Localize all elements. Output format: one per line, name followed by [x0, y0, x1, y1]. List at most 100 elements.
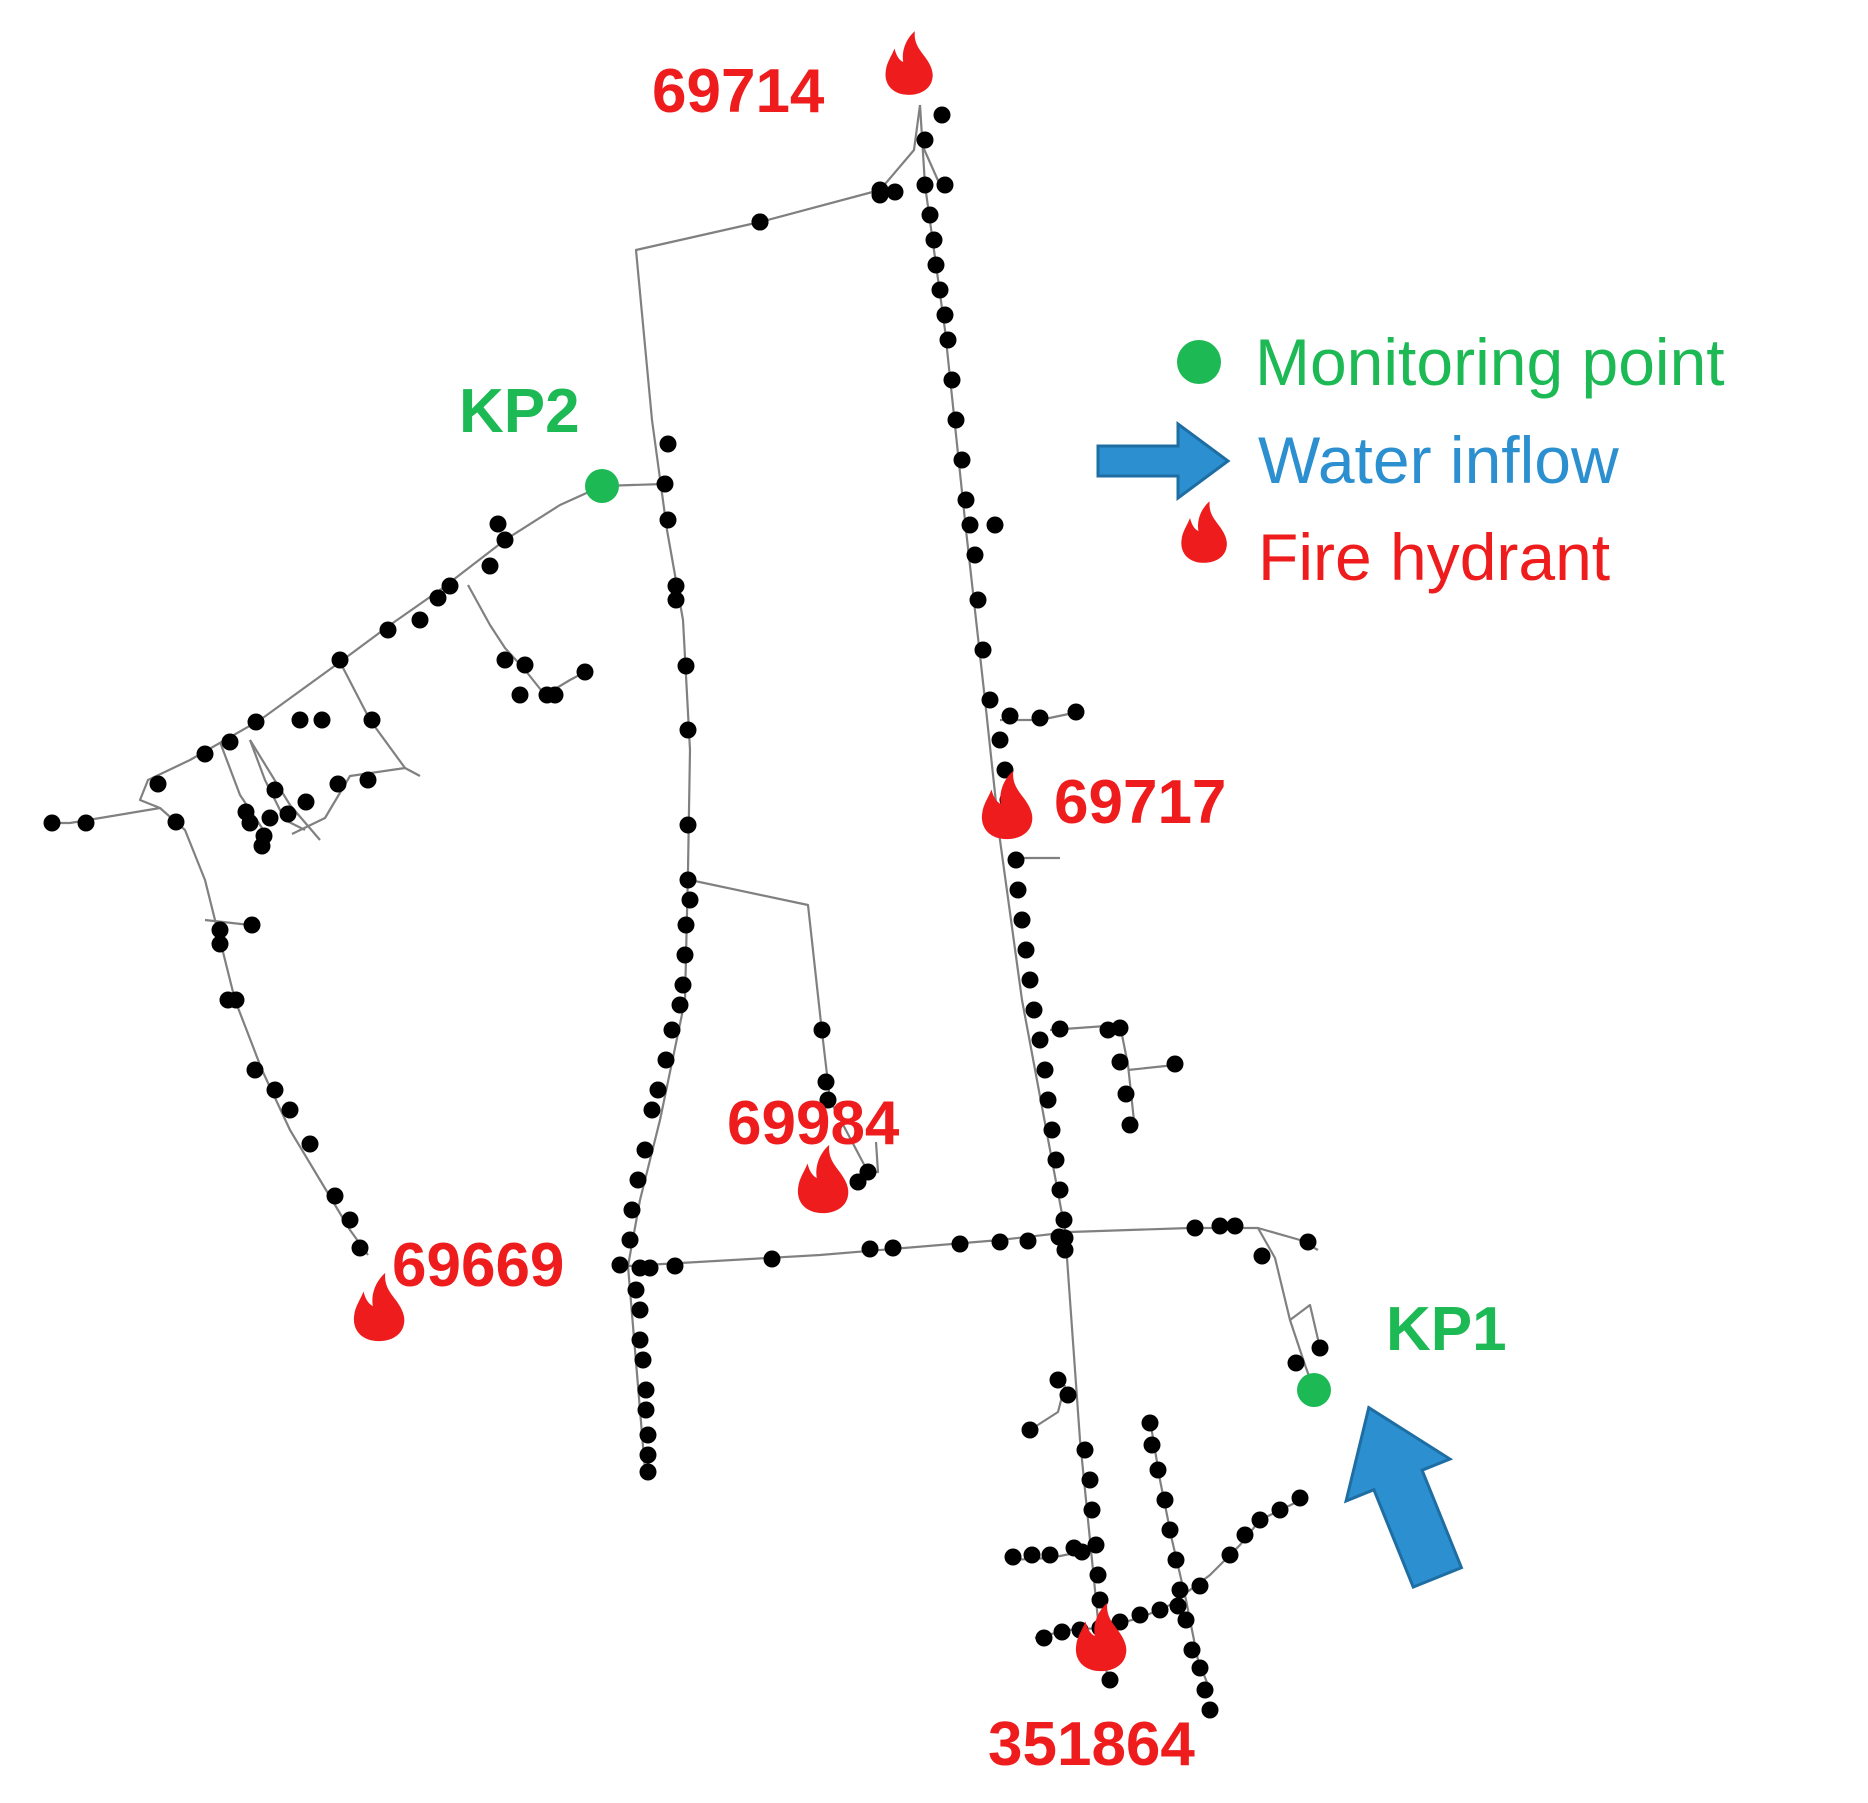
junction-node	[211, 921, 229, 939]
junction-node	[936, 306, 954, 324]
junction-node	[763, 1250, 781, 1268]
pipe-segment	[879, 104, 922, 191]
junction-node	[925, 231, 943, 249]
junction-node	[981, 691, 999, 709]
pipe-segment	[627, 1226, 1316, 1391]
legend-monitoring-label: Monitoring point	[1255, 325, 1725, 399]
junction-node	[576, 663, 594, 681]
pipe-segment	[467, 584, 586, 697]
junction-node	[641, 1259, 659, 1277]
junction-node	[167, 813, 185, 831]
junction-node	[313, 711, 331, 729]
junction-node	[291, 711, 309, 729]
junction-node	[631, 1331, 649, 1349]
junction-node	[243, 916, 261, 934]
junction-node	[489, 515, 507, 533]
junction-node	[516, 656, 534, 674]
junction-node	[1161, 1521, 1179, 1539]
junction-node	[253, 837, 271, 855]
junction-node	[927, 256, 945, 274]
junction-node	[1311, 1339, 1329, 1357]
junction-node	[1035, 1629, 1053, 1647]
junction-node	[663, 1021, 681, 1039]
junction-node	[266, 781, 284, 799]
junction-node	[1053, 1623, 1071, 1641]
junction-node	[681, 891, 699, 909]
fire-hydrant-icon	[981, 770, 1033, 840]
junction-node	[279, 805, 297, 823]
junction-node	[634, 1351, 652, 1369]
junction-node	[861, 1240, 879, 1258]
junction-node	[77, 814, 95, 832]
junction-node	[916, 176, 934, 194]
junction-node	[297, 793, 315, 811]
junction-node	[674, 976, 692, 994]
junction-node	[1087, 1536, 1105, 1554]
junction-node	[246, 1061, 264, 1079]
junction-node	[1171, 1581, 1189, 1599]
junction-node	[1041, 1546, 1059, 1564]
junction-node	[1211, 1217, 1229, 1235]
junction-node	[951, 1235, 969, 1253]
junction-node	[496, 651, 514, 669]
junction-node	[679, 816, 697, 834]
junction-node	[1169, 1597, 1187, 1615]
junction-node	[1101, 1671, 1119, 1689]
pipe-segment	[204, 918, 251, 927]
junction-node	[643, 1101, 661, 1119]
junction-node	[936, 176, 954, 194]
junction-node	[751, 213, 769, 231]
junction-node	[1056, 1241, 1074, 1259]
junction-node	[301, 1135, 319, 1153]
junction-node	[1023, 1546, 1041, 1564]
fire-hydrant-icon	[1075, 1602, 1127, 1672]
junction-node	[659, 511, 677, 529]
junction-node	[221, 733, 239, 751]
junction-node	[359, 771, 377, 789]
junction-node	[974, 641, 992, 659]
junction-node	[969, 591, 987, 609]
junction-node	[996, 761, 1014, 779]
junction-node	[1299, 1233, 1317, 1251]
junction-node	[931, 281, 949, 299]
junction-node	[1186, 1219, 1204, 1237]
junction-node	[1191, 1659, 1209, 1677]
junction-node	[196, 745, 214, 763]
junction-node	[1201, 1701, 1219, 1719]
fire-hydrant-icon	[1181, 501, 1227, 563]
hydrant-label-69984: 69984	[727, 1089, 900, 1158]
water-inflow-arrow-icon	[1096, 421, 1231, 501]
pipe-segment	[1029, 1384, 1067, 1431]
junction-node	[631, 1301, 649, 1319]
junction-node	[1021, 971, 1039, 989]
junction-node	[939, 331, 957, 349]
junction-node	[1151, 1601, 1169, 1619]
junction-node	[481, 557, 499, 575]
junction-node	[1001, 707, 1019, 725]
junction-node	[659, 435, 677, 453]
junction-node	[511, 686, 529, 704]
junction-node	[149, 775, 167, 793]
junction-node	[1131, 1606, 1149, 1624]
junction-node	[667, 591, 685, 609]
junction-node	[1271, 1501, 1289, 1519]
junction-node	[1167, 1551, 1185, 1569]
junction-node	[1089, 1566, 1107, 1584]
junction-node	[991, 731, 1009, 749]
pipe-segment	[249, 739, 321, 841]
junction-node	[621, 1231, 639, 1249]
junction-node	[991, 1233, 1009, 1251]
junction-node	[943, 371, 961, 389]
legend-hydrant-label: Fire hydrant	[1258, 520, 1610, 594]
legend-inflow-label: Water inflow	[1258, 423, 1619, 497]
junction-node	[921, 206, 939, 224]
junction-node	[1221, 1546, 1239, 1564]
junction-node	[1073, 1543, 1091, 1561]
junction-node	[1049, 1371, 1067, 1389]
junction-node	[884, 1239, 902, 1257]
monitoring-point-icon	[1297, 1373, 1331, 1407]
junction-node	[817, 1073, 835, 1091]
junction-node	[351, 1239, 369, 1257]
water-inflow-arrow-icon	[1343, 1405, 1464, 1590]
